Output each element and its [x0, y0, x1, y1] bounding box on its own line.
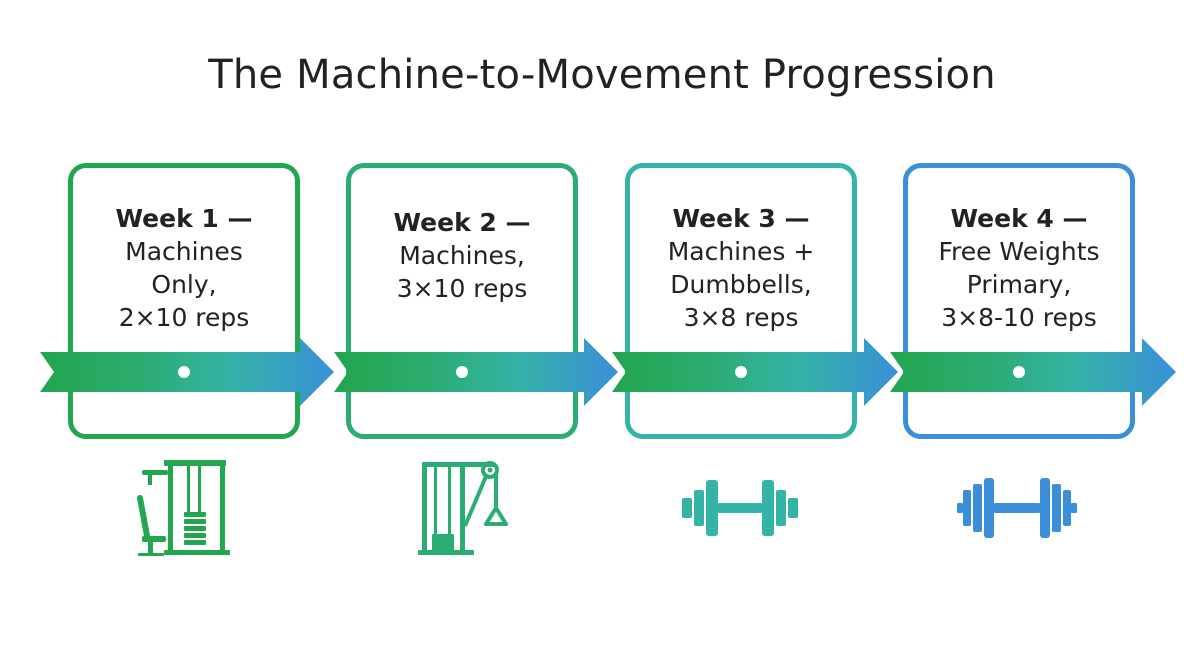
week-2-marker: [456, 366, 468, 378]
arrow-segment-2: [334, 338, 618, 406]
progression-arrow: [40, 338, 1176, 406]
week-4-marker: [1013, 366, 1025, 378]
cable-machine-icon: [418, 461, 508, 555]
week-4-label: Week 4 —: [950, 204, 1088, 233]
dumbbell-icon: [682, 480, 798, 536]
week-2-description: Machines, 3×10 reps: [396, 241, 528, 303]
week-1-marker: [178, 366, 190, 378]
week-3-label: Week 3 —: [672, 204, 810, 233]
arrow-segment-3: [612, 338, 898, 406]
week-3-card: Week 3 — Machines + Dumbbells, 3×8 reps: [625, 163, 857, 439]
week-1-description: Machines Only, 2×10 reps: [118, 237, 250, 332]
week-4-description: Free Weights Primary, 3×8-10 reps: [938, 237, 1100, 332]
week-3-marker: [735, 366, 747, 378]
week-2-label: Week 2 —: [393, 208, 531, 237]
week-2-card: Week 2 — Machines, 3×10 reps: [346, 163, 578, 439]
page-title: The Machine-to-Movement Progression: [208, 52, 996, 98]
week-1-card: Week 1 — Machines Only, 2×10 reps: [68, 163, 300, 439]
week-3-description: Machines + Dumbbells, 3×8 reps: [667, 237, 815, 332]
week-4-card: Week 4 — Free Weights Primary, 3×8-10 re…: [903, 163, 1135, 439]
barbell-icon: [957, 478, 1077, 538]
arrow-segment-4: [890, 338, 1176, 406]
week-1-label: Week 1 —: [115, 204, 253, 233]
weight-stack-machine-icon: [137, 460, 230, 556]
